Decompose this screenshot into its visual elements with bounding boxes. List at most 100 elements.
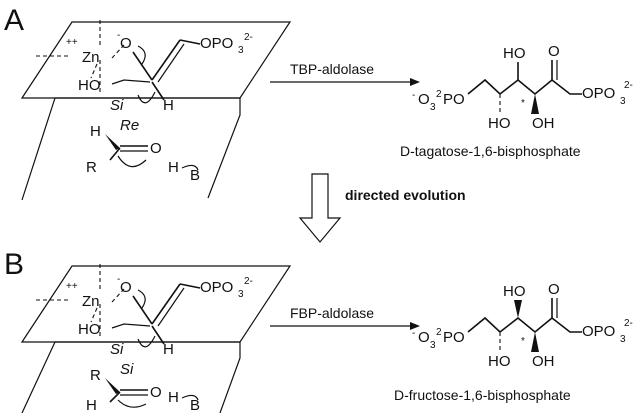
- enediol-c-o-bond-a: [132, 51, 153, 81]
- product-a-backbone: [467, 78, 582, 96]
- zinc-dash-ho-a: [90, 63, 98, 79]
- arrow-curve-o-a: [137, 45, 146, 65]
- product-b-carbonyl: O: [548, 281, 560, 298]
- h-base-b: H: [168, 389, 179, 406]
- enediol-double-bond-2-b: [157, 287, 185, 327]
- enediol-double-bond-b: [151, 283, 181, 325]
- enediol-c-o-bond-b: [132, 295, 153, 325]
- phosphate-sub-b: 3: [238, 289, 244, 300]
- directed-evolution-label: directed evolution: [345, 187, 466, 203]
- hydroxyl-ho-a: HO: [78, 77, 101, 94]
- enzyme-label-a: TBP-aldolase: [290, 61, 374, 77]
- product-b-phosphate-sub: 3: [620, 334, 626, 345]
- product-b-ho-bottom: HO: [488, 353, 511, 370]
- product-b-stereo: *: [521, 336, 525, 347]
- product-a-carbonyl: O: [548, 43, 560, 60]
- product-b: - O 3 2 PO HO O HO * OH OPO 3 2- D-fruct…: [394, 281, 633, 403]
- base-a: B: [190, 167, 200, 184]
- product-b-phosphate: OPO: [582, 323, 615, 340]
- directed-evolution-arrow: directed evolution: [298, 173, 466, 243]
- arrow-curve-aldehyde-b: [117, 399, 147, 408]
- arrow-curve-o-b: [137, 289, 146, 309]
- arrow-curve-aldehyde-a: [117, 155, 147, 168]
- aldehyde-left-sub-a: H: [90, 123, 101, 140]
- phosphate-charge-a: 2-: [244, 32, 253, 43]
- product-a-oh-wedge: [531, 94, 539, 114]
- c-h-bond-a: [151, 81, 165, 101]
- arrow-head-a: [410, 78, 420, 86]
- arrow-curve-h-a: [137, 91, 156, 104]
- alkoxide-charge-a: -: [117, 30, 120, 41]
- product-b-ho-top: HO: [503, 283, 526, 300]
- product-a-phosphate-charge: 2-: [624, 80, 633, 91]
- phosphate-a: OPO: [200, 35, 233, 52]
- zinc-dash-o-a: [111, 44, 125, 59]
- product-a-ho-bottom: HO: [488, 115, 511, 132]
- face-bottom-b: Si: [120, 361, 134, 378]
- carbonyl-o-b: O: [150, 384, 162, 401]
- panel-letter-b: B: [4, 248, 24, 281]
- ho-bond-b: [111, 323, 151, 329]
- reaction-arrow-a: TBP-aldolase: [270, 61, 420, 86]
- product-a-charge-left: -: [412, 90, 415, 101]
- aldehyde-wedge-b: [105, 378, 120, 394]
- arrow-head-b: [410, 322, 420, 330]
- product-b-phosphate-charge: 2-: [624, 318, 633, 329]
- face-top-b: Si: [110, 341, 124, 358]
- face-top-a: Si: [110, 97, 124, 114]
- product-a-o: O: [418, 91, 430, 108]
- aldehyde-left-sub-b: R: [90, 367, 101, 384]
- product-a-stereo: *: [521, 98, 525, 109]
- product-name-b: D-fructose-1,6-bisphosphate: [394, 387, 571, 403]
- zinc-b: Zn: [82, 293, 100, 310]
- arrow-curve-base-b: [181, 394, 199, 401]
- phosphate-b: OPO: [200, 279, 233, 296]
- panel-letter-a: A: [4, 4, 24, 37]
- h-base-a: H: [168, 159, 179, 176]
- bottom-plane-left-edge-b: [21, 341, 56, 413]
- ch2-bond-b: [179, 283, 201, 289]
- aldehyde-wedge-a: [105, 134, 120, 150]
- hollow-down-arrow: [298, 173, 342, 243]
- product-a-phosphate-sub: 3: [620, 96, 626, 107]
- zinc-charge-b: ++: [66, 281, 78, 292]
- bottom-plane-right-edge-b: [55, 341, 241, 413]
- aldehyde-r-bond-a: [109, 147, 121, 161]
- alkoxide-charge-b: -: [117, 274, 120, 285]
- h-top-b: H: [163, 341, 174, 358]
- product-a-ho-top: HO: [503, 45, 526, 62]
- bottom-plane-right-edge-a: [55, 97, 241, 199]
- aldehyde-right-sub-b: H: [86, 397, 97, 413]
- enediol-double-bond-2-a: [157, 43, 185, 83]
- product-b-po: PO: [443, 329, 465, 346]
- zinc-charge-a: ++: [66, 37, 78, 48]
- alkoxide-a: O: [120, 35, 132, 52]
- hydroxyl-ho-b: HO: [78, 321, 101, 338]
- enediol-double-bond-a: [151, 39, 181, 81]
- aldehyde-right-sub-a: R: [86, 159, 97, 176]
- face-bottom-a: Re: [120, 117, 139, 134]
- arrow-curve-h-b: [137, 335, 156, 348]
- product-b-backbone: [467, 316, 582, 334]
- phosphate-charge-b: 2-: [244, 276, 253, 287]
- zinc-dash-ho-b: [90, 307, 98, 323]
- product-b-sub: 3: [430, 340, 436, 351]
- product-b-charge-2: 2: [436, 327, 442, 338]
- product-name-a: D-tagatose-1,6-bisphosphate: [400, 143, 581, 159]
- carbonyl-o-a: O: [150, 140, 162, 157]
- alkoxide-b: O: [120, 279, 132, 296]
- ho-bond-a: [111, 79, 151, 85]
- product-b-o: O: [418, 329, 430, 346]
- product-a-sub: 3: [430, 102, 436, 113]
- product-a-oh: OH: [532, 115, 555, 132]
- base-b: B: [190, 397, 200, 413]
- product-b-oh: OH: [532, 353, 555, 370]
- bottom-plane-left-edge-a: [21, 97, 56, 201]
- zinc-a: Zn: [82, 49, 100, 66]
- h-top-a: H: [163, 97, 174, 114]
- product-b-oh-wedge: [531, 332, 539, 352]
- reaction-arrow-b: FBP-aldolase: [270, 305, 420, 330]
- product-b-ho-top-wedge: [514, 300, 522, 318]
- panel-b: B ++ Zn - O OPO 3 2- HO Si H R Si H O: [4, 248, 292, 413]
